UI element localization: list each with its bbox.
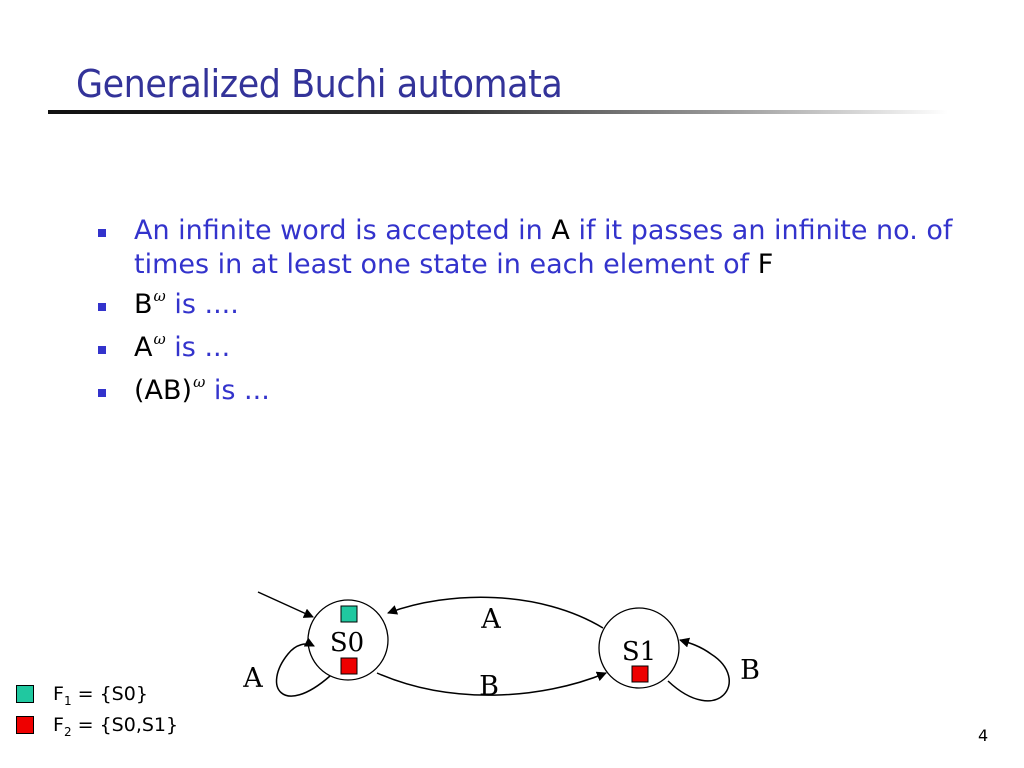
state-label: S1 bbox=[622, 637, 656, 667]
state-label: S0 bbox=[330, 628, 364, 658]
acceptance-set-symbol: F bbox=[757, 249, 774, 280]
bullet-text: is ... bbox=[165, 332, 231, 363]
word-symbol: A bbox=[134, 332, 153, 363]
square-bullet-icon bbox=[98, 303, 106, 311]
omega-superscript: ω bbox=[153, 287, 166, 305]
initial-state-arrow bbox=[257, 591, 314, 618]
edge-label: B bbox=[479, 671, 499, 702]
red-square-icon bbox=[16, 716, 34, 734]
legend-label: F2 = {S0,S1} bbox=[53, 714, 179, 739]
slide-title: Generalized Buchi automata bbox=[76, 62, 563, 106]
f1-marker-green bbox=[340, 605, 358, 623]
word-symbol: (AB) bbox=[134, 375, 193, 406]
green-square-icon bbox=[16, 685, 34, 703]
edge-label: A bbox=[480, 604, 501, 635]
bullet-item-acceptance: An infinite word is accepted in A if it … bbox=[96, 214, 976, 282]
square-bullet-icon bbox=[98, 389, 106, 397]
edge-s1-s0 bbox=[387, 596, 604, 629]
omega-superscript: ω bbox=[193, 373, 206, 391]
bullet-text: An infinite word is accepted in bbox=[134, 215, 552, 246]
word-symbol: B bbox=[134, 289, 153, 320]
automaton-symbol: A bbox=[551, 215, 570, 246]
title-underline bbox=[48, 110, 948, 114]
f2-marker-red bbox=[340, 657, 358, 675]
edge-s1-self-loop bbox=[667, 637, 730, 702]
f2-marker-red bbox=[631, 665, 649, 683]
omega-superscript: ω bbox=[153, 330, 166, 348]
square-bullet-icon bbox=[98, 346, 106, 354]
bullet-text: is .... bbox=[165, 289, 239, 320]
bullet-text: if it passes an infinite no. of times in… bbox=[134, 215, 953, 280]
bullet-text: is ... bbox=[205, 375, 270, 406]
state-s0: S0 bbox=[307, 599, 389, 681]
edge-label: A bbox=[242, 663, 263, 694]
edge-s0-self-loop bbox=[275, 637, 331, 697]
bullet-item-a-omega: Aω is ... bbox=[96, 330, 976, 368]
state-s1: S1 bbox=[598, 607, 680, 689]
state-circle bbox=[598, 607, 680, 689]
bullet-item-ab-omega: (AB)ω is ... bbox=[96, 373, 976, 411]
bullet-list: An infinite word is accepted in A if it … bbox=[96, 214, 976, 417]
slide-number: 4 bbox=[978, 726, 989, 745]
legend-label: F1 = {S0} bbox=[53, 683, 148, 708]
edge-s0-s1 bbox=[376, 671, 607, 696]
bullet-item-b-omega: Bω is .... bbox=[96, 287, 976, 325]
square-bullet-icon bbox=[98, 229, 106, 237]
edge-label: B bbox=[740, 655, 760, 686]
